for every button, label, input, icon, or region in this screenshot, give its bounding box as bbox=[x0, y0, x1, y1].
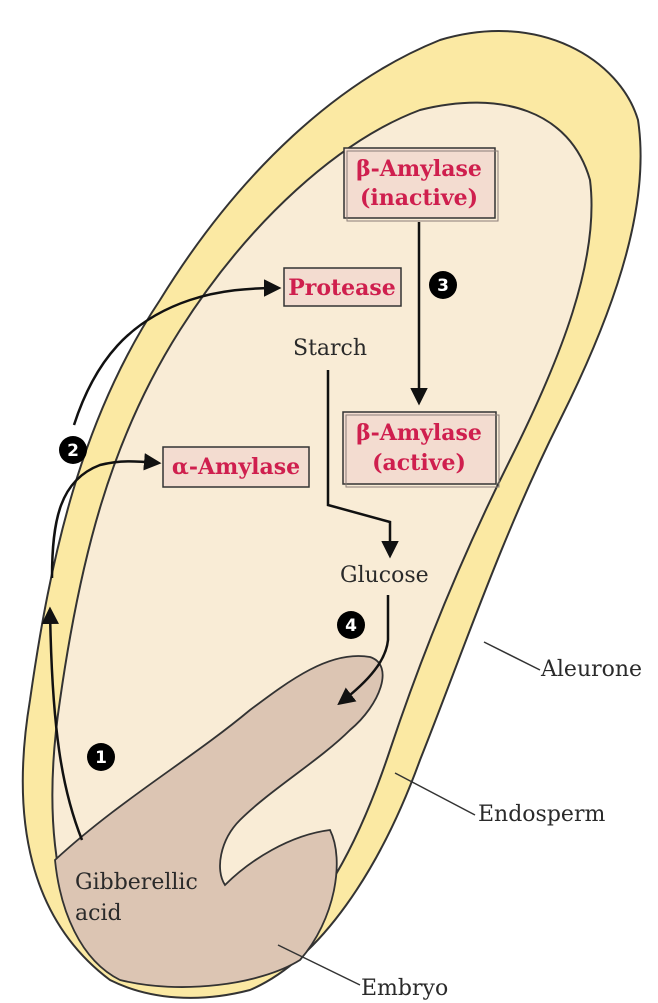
gibberellic-label-line1: Gibberellic bbox=[75, 870, 198, 895]
beta-amylase-active-line2: (active) bbox=[372, 450, 466, 476]
endosperm-label: Endosperm bbox=[478, 802, 605, 827]
aleurone-label: Aleurone bbox=[540, 657, 642, 682]
beta-amylase-inactive-line1: β-Amylase bbox=[356, 156, 482, 182]
step-3-number: 3 bbox=[437, 276, 449, 296]
step-1-number: 1 bbox=[95, 748, 107, 768]
protease-label: Protease bbox=[288, 275, 396, 301]
starch-label: Starch bbox=[293, 336, 367, 361]
beta-amylase-active-line1: β-Amylase bbox=[356, 420, 482, 446]
step-4-badge: 4 bbox=[337, 611, 365, 639]
beta-amylase-inactive-box: β-Amylase (inactive) bbox=[344, 148, 498, 221]
step-1-badge: 1 bbox=[87, 743, 115, 771]
beta-amylase-inactive-line2: (inactive) bbox=[360, 185, 478, 211]
step-4-number: 4 bbox=[345, 616, 357, 636]
step-3-badge: 3 bbox=[429, 271, 457, 299]
step-2-badge: 2 bbox=[59, 436, 87, 464]
gibberellic-label-line2: acid bbox=[75, 901, 122, 926]
beta-amylase-active-box: β-Amylase (active) bbox=[343, 412, 499, 487]
protease-box: Protease bbox=[284, 268, 401, 306]
alpha-amylase-box: α-Amylase bbox=[163, 447, 309, 487]
step-2-number: 2 bbox=[67, 441, 79, 461]
alpha-amylase-label: α-Amylase bbox=[172, 454, 300, 480]
aleurone-leader bbox=[484, 642, 540, 670]
embryo-label: Embryo bbox=[361, 976, 448, 1001]
glucose-label: Glucose bbox=[340, 563, 429, 588]
